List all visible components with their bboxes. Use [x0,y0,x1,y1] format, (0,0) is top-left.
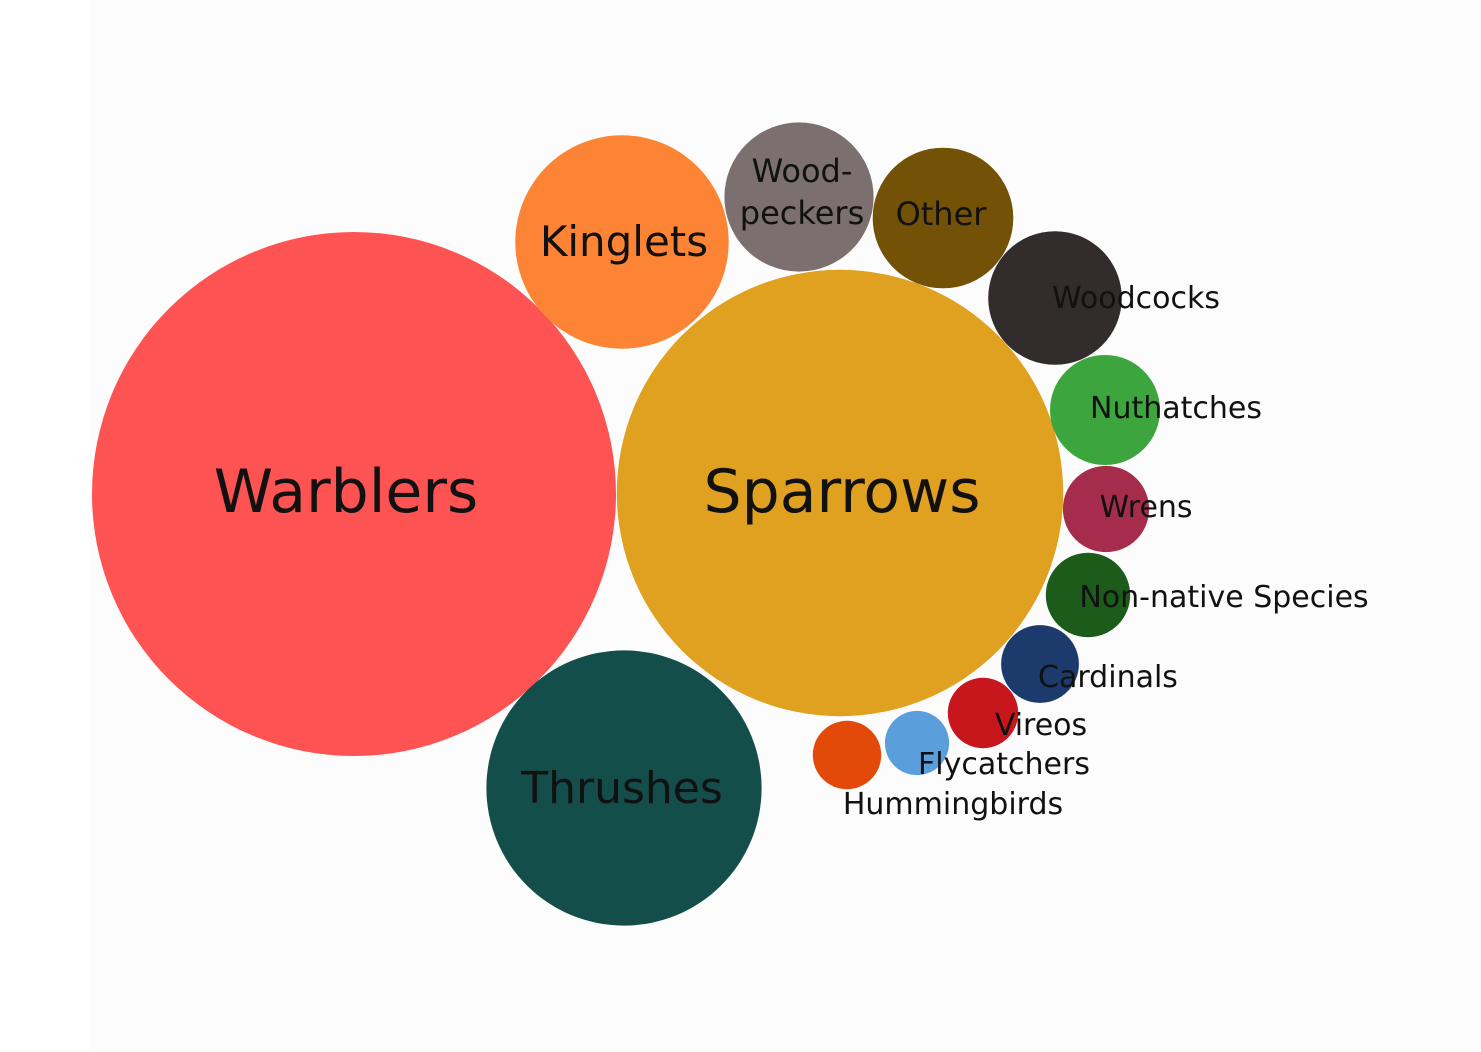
bubble-label-kinglets: Kinglets [540,217,708,266]
bubble-label-woodpeckers: Wood-peckers [740,152,865,232]
bubble-non-native-species [1045,552,1131,638]
bubble-vireos [947,677,1019,749]
bubble-woodpeckers [724,122,874,272]
bubble-label-vireos: Vireos [995,708,1087,743]
bubble-label-nuthatches: Nuthatches [1090,391,1262,426]
bubble-warblers [92,232,616,756]
bubble-cardinals [1001,625,1079,703]
bubble-hummingbirds [812,720,882,790]
bubble-woodcocks [988,231,1122,365]
bubble-flycatchers [884,710,950,776]
bubble-label-warblers: Warblers [214,457,479,527]
bubble-other [872,147,1014,289]
bubble-thrushes [486,650,762,926]
bubble-wrens [1062,465,1150,553]
bubble-label-non-native-species: Non-native Species [1079,580,1368,615]
bubble-label-wrens: Wrens [1099,490,1192,525]
bubble-nuthatches [1050,355,1160,465]
bubble-label-flycatchers: Flycatchers [918,747,1090,782]
bubbles [92,122,1160,926]
bubble-sparrows [616,269,1064,717]
bubble-kinglets [515,135,729,349]
bubble-label-sparrows: Sparrows [704,457,981,527]
bubble-label-woodcocks: Woodcocks [1052,281,1220,316]
bubble-label-other: Other [896,195,988,233]
bubble-label-cardinals: Cardinals [1038,660,1178,695]
bubble-label-hummingbirds: Hummingbirds [843,787,1063,822]
bubble-label-thrushes: Thrushes [520,763,723,814]
